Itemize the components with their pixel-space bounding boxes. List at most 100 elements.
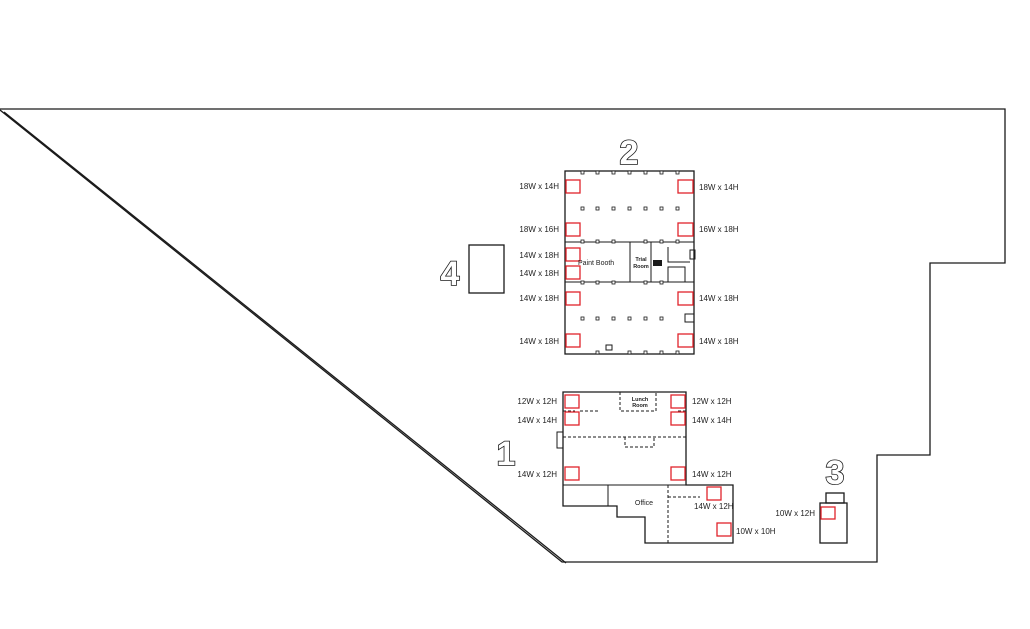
column: [611, 280, 616, 285]
door-marker: [564, 394, 580, 409]
column: [659, 206, 664, 211]
door-label: 18W x 14H: [519, 182, 559, 191]
lunch-room-label: Lunch: [632, 397, 649, 403]
column: [643, 239, 648, 244]
floor-box: [605, 344, 613, 351]
column: [659, 350, 664, 355]
column: [595, 350, 600, 355]
door-marker: [565, 291, 581, 306]
building-number: 4: [441, 255, 460, 293]
column: [580, 280, 585, 285]
door-marker: [565, 265, 581, 280]
column: [659, 280, 664, 285]
door-marker: [677, 179, 694, 194]
door-marker: [706, 486, 722, 501]
building-3: 10W x 12H 3: [775, 453, 848, 544]
column: [627, 206, 632, 211]
door-label: 14W x 18H: [699, 294, 739, 303]
door-marker: [670, 411, 686, 426]
door-label: 18W x 16H: [519, 225, 559, 234]
property-boundary-diagonal: [3, 111, 567, 564]
column: [595, 170, 600, 175]
property-boundary: [0, 108, 1006, 563]
door-marker: [677, 222, 694, 237]
service-room-outline: [667, 247, 690, 263]
trial-room-label: Trial: [635, 257, 647, 263]
building-4-outline: [468, 244, 505, 294]
building-4: 4: [440, 244, 505, 294]
column: [643, 316, 648, 321]
door-label: 14W x 14H: [692, 416, 732, 425]
door-marker: [677, 333, 694, 348]
door-label: 14W x 12H: [694, 502, 734, 511]
building-number: 1: [497, 435, 516, 473]
building-3-outline: [819, 502, 848, 544]
column: [627, 170, 632, 175]
door-marker: [564, 411, 580, 426]
column: [659, 170, 664, 175]
building-number: 3: [826, 454, 845, 492]
column: [659, 316, 664, 321]
door-marker: [565, 222, 581, 237]
service-closet: [667, 266, 686, 283]
paint-booth-label: Paint Booth: [578, 260, 614, 267]
building-2: Paint Booth Trial Room 18W x 14H 18W x 1…: [519, 133, 739, 355]
column: [675, 350, 680, 355]
column: [675, 206, 680, 211]
column: [580, 206, 585, 211]
column: [643, 206, 648, 211]
door-label: 10W x 12H: [775, 509, 815, 518]
office-label: Office: [635, 500, 653, 507]
door-label: 16W x 18H: [699, 225, 739, 234]
wall-box-2: [684, 313, 695, 323]
door-marker: [565, 247, 581, 262]
door-label: 14W x 12H: [692, 470, 732, 479]
column: [611, 316, 616, 321]
door-label: 14W x 18H: [519, 251, 559, 260]
door-label: 14W x 18H: [519, 269, 559, 278]
door-label: 14W x 18H: [519, 294, 559, 303]
column: [595, 206, 600, 211]
building-number: 2: [620, 134, 639, 172]
column: [580, 316, 585, 321]
alcove-walls: [624, 437, 655, 448]
door-label: 12W x 12H: [692, 397, 732, 406]
column: [643, 350, 648, 355]
door-label: 14W x 14H: [517, 416, 557, 425]
column: [643, 170, 648, 175]
building-3-annex: [825, 492, 845, 504]
column: [675, 239, 680, 244]
wall-box-1: [689, 249, 696, 260]
column: [675, 170, 680, 175]
column: [580, 239, 585, 244]
column: [595, 280, 600, 285]
column: [627, 316, 632, 321]
building-1-outline: [562, 391, 734, 544]
door-marker: [670, 466, 686, 481]
door-marker: [565, 333, 581, 348]
column: [611, 170, 616, 175]
door-label: 14W x 18H: [519, 337, 559, 346]
column: [643, 280, 648, 285]
building-1: Lunch Room Office 12W x 12H 12W x 12H 14…: [496, 391, 776, 544]
column: [580, 170, 585, 175]
door-marker: [565, 179, 581, 194]
trial-room-label: Room: [633, 264, 649, 270]
door-label: 18W x 14H: [699, 183, 739, 192]
door-label: 14W x 18H: [699, 337, 739, 346]
building-2-columns: [580, 170, 680, 355]
lunch-room-walls: [619, 392, 657, 412]
column: [611, 206, 616, 211]
side-entry: [556, 431, 564, 449]
door-marker: [564, 466, 580, 481]
door-label: 14W x 12H: [517, 470, 557, 479]
door-marker: [670, 394, 686, 409]
door-label: 10W x 10H: [736, 527, 776, 536]
column: [595, 316, 600, 321]
equipment-block: [653, 260, 662, 266]
door-marker: [716, 522, 732, 537]
door-marker: [820, 506, 836, 520]
column: [595, 239, 600, 244]
lunch-room-label: Room: [632, 403, 648, 409]
